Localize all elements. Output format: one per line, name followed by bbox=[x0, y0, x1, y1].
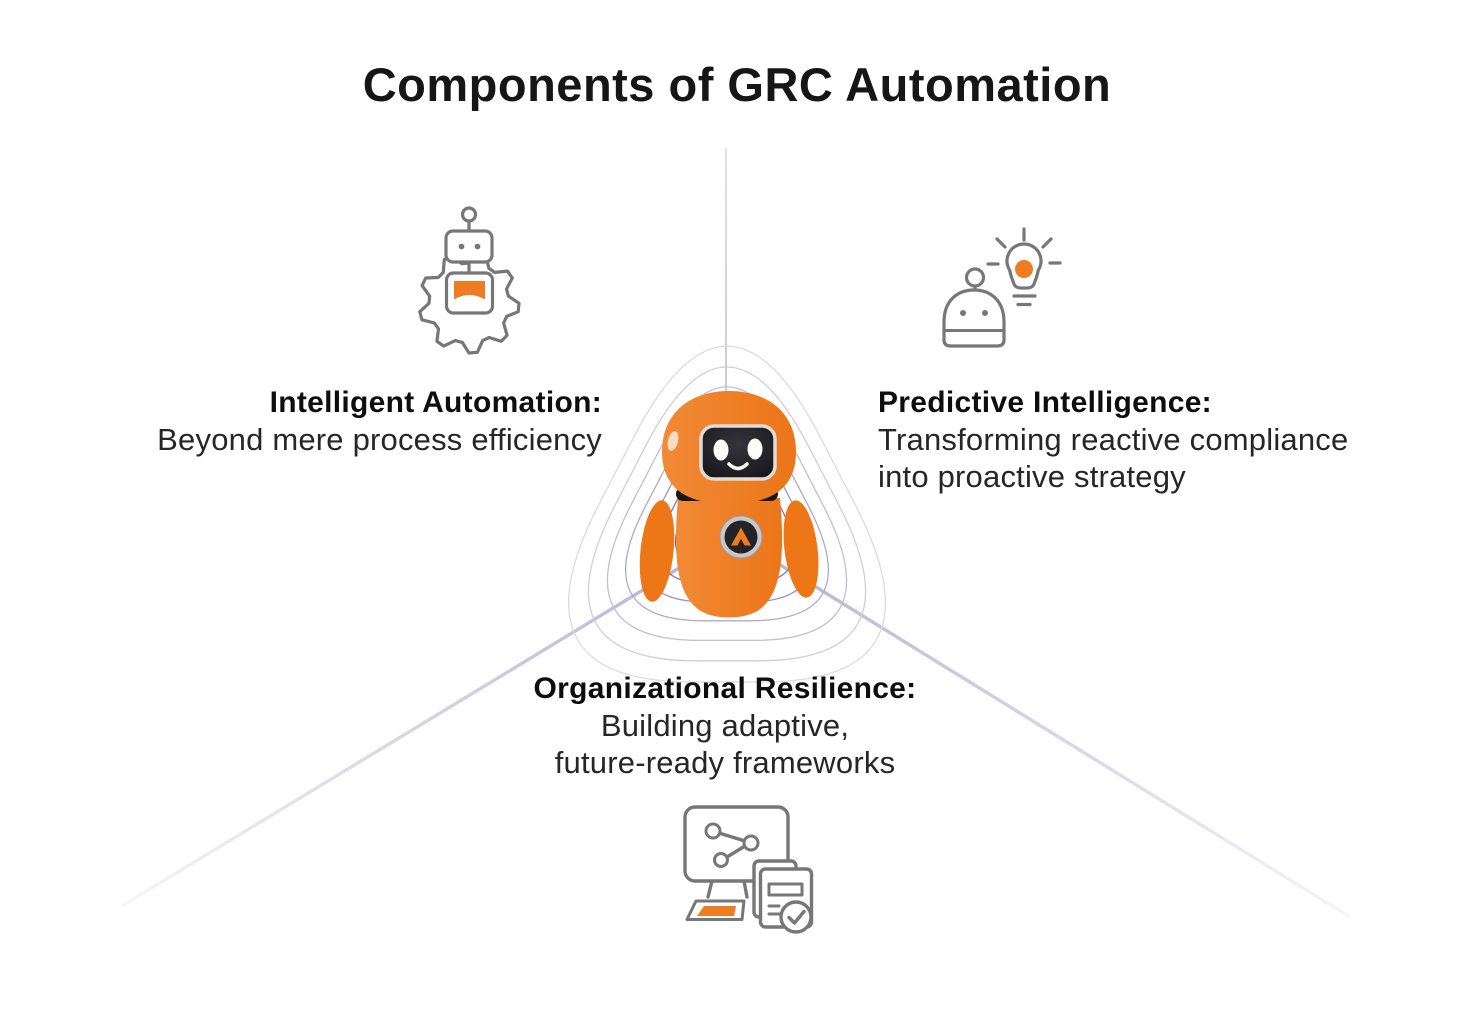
orange-banner bbox=[454, 281, 485, 300]
chest-badge-chevron bbox=[731, 527, 751, 546]
monitor-stand-left bbox=[706, 879, 714, 899]
document-field bbox=[767, 882, 804, 897]
monitor-network-documents-icon bbox=[683, 805, 814, 934]
network-node-3 bbox=[713, 852, 729, 868]
mascot-eye-left bbox=[713, 439, 729, 461]
network-node-2 bbox=[742, 834, 760, 852]
component-heading: Intelligent Automation: bbox=[269, 386, 602, 419]
lightbulb-orange-core bbox=[1015, 260, 1033, 278]
component-description-line-1: Building adaptive, bbox=[600, 708, 850, 743]
antenna-ball bbox=[964, 267, 986, 288]
mascot-arm-left bbox=[639, 500, 675, 602]
mascot-body bbox=[675, 498, 783, 618]
monitor-stand-right bbox=[742, 879, 749, 899]
ray-upper-left bbox=[995, 237, 1007, 249]
component-description: Beyond mere process efficiency bbox=[157, 422, 602, 457]
component-description-line-2: future-ready frameworks bbox=[554, 745, 896, 780]
robot-lightbulb-icon bbox=[942, 227, 1062, 348]
page-title: Components of GRC Automation bbox=[362, 58, 1112, 111]
robot-eye-left bbox=[960, 310, 966, 316]
robot-eye-right bbox=[474, 243, 481, 250]
component-description-line-1: Transforming reactive compliance bbox=[878, 422, 1349, 457]
connector-line-bottom-left bbox=[121, 543, 718, 908]
robot-eye-left bbox=[458, 243, 465, 250]
mascot-eye-right bbox=[747, 438, 763, 460]
mascot-face-screen bbox=[699, 424, 777, 481]
label-intelligent-automation: Intelligent Automation: Beyond mere proc… bbox=[157, 384, 602, 458]
mascot-smile bbox=[727, 462, 749, 471]
component-heading: Predictive Intelligence: bbox=[878, 386, 1212, 419]
robot-in-gear-icon bbox=[418, 206, 521, 355]
ring-2 bbox=[587, 366, 867, 662]
label-organizational-resilience: Organizational Resilience: Building adap… bbox=[375, 670, 1075, 781]
component-description-line-2: into proactive strategy bbox=[878, 459, 1186, 494]
label-predictive-intelligence: Predictive Intelligence: Transforming re… bbox=[878, 384, 1348, 495]
connector-line-bottom-right bbox=[747, 543, 1351, 919]
robot-mascot bbox=[639, 391, 819, 618]
keyboard-orange-key bbox=[697, 906, 736, 916]
robot-dome-head bbox=[942, 288, 1006, 348]
ray-upper-right bbox=[1041, 237, 1053, 249]
network-link-1 bbox=[717, 831, 747, 843]
network-node-1 bbox=[704, 822, 722, 840]
robot-head bbox=[444, 229, 494, 264]
mascot-arm-right bbox=[783, 500, 819, 598]
robot-eye-right bbox=[982, 310, 988, 316]
check-mark bbox=[787, 909, 806, 925]
head-highlight bbox=[667, 431, 679, 451]
component-heading: Organizational Resilience: bbox=[533, 672, 917, 705]
check-circle bbox=[779, 900, 813, 934]
antenna-ball bbox=[460, 206, 478, 223]
ring-3 bbox=[606, 386, 848, 642]
ring-1 bbox=[568, 345, 886, 683]
network-link-2 bbox=[725, 844, 747, 859]
